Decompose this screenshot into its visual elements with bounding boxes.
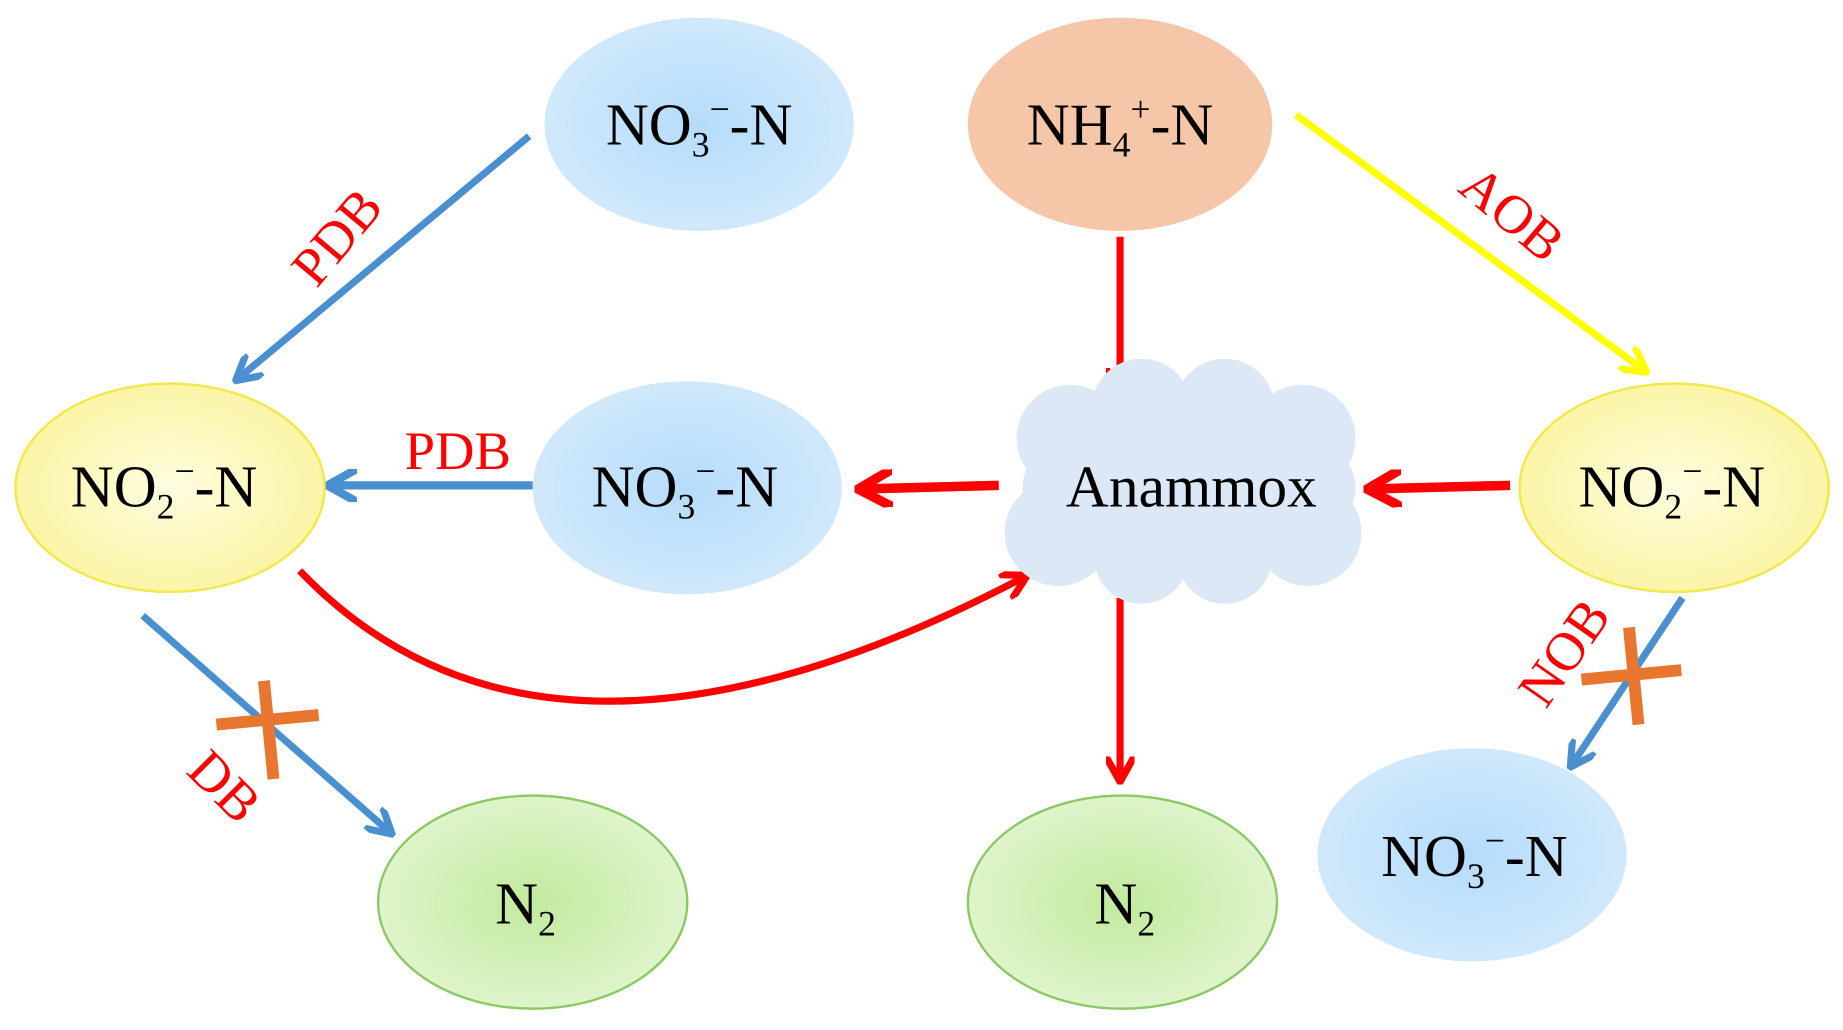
blocked-cross-icon bbox=[1580, 626, 1682, 726]
node-no3-bottom bbox=[1317, 748, 1627, 962]
label-pdb-mid: PDB bbox=[405, 420, 511, 481]
node-label-anammox: Anammox bbox=[1066, 454, 1317, 520]
node-no2-right bbox=[1518, 382, 1830, 594]
label-aob: AOB bbox=[1449, 153, 1577, 274]
node-label: NO2−-N bbox=[71, 451, 258, 526]
node-no3-top bbox=[544, 17, 854, 231]
node-nh4 bbox=[967, 17, 1273, 231]
node-label: NO3−-N bbox=[606, 89, 793, 164]
arrow-no2right-to-no3 bbox=[1572, 595, 1686, 765]
node-label: NO2−-N bbox=[1579, 451, 1766, 526]
node-label: NO3−-N bbox=[1381, 820, 1568, 895]
label-nob: NOB bbox=[1506, 588, 1622, 717]
node-no3-mid bbox=[532, 381, 842, 595]
node-label: NO3−-N bbox=[592, 451, 779, 526]
blocked-cross-icon bbox=[215, 680, 320, 780]
node-label: N2 bbox=[1094, 871, 1155, 944]
node-label: N2 bbox=[495, 871, 556, 944]
arrow-nh4-to-no2-right bbox=[1293, 111, 1644, 371]
node-anammox-cloud bbox=[1004, 358, 1362, 604]
node-n2-mid bbox=[966, 794, 1279, 1010]
arrow-no2left-to-anammox bbox=[297, 568, 1025, 705]
arrow-anammox-to-no3mid bbox=[862, 485, 999, 489]
label-pdb-top: PDB bbox=[279, 177, 394, 297]
node-no2-left bbox=[14, 382, 326, 594]
node-n2-left bbox=[376, 794, 689, 1010]
arrow-no3-to-no2-left bbox=[238, 133, 532, 379]
node-label: NH4+-N bbox=[1027, 89, 1214, 164]
arrow-no2right-to-anammox bbox=[1371, 485, 1511, 489]
label-db: DB bbox=[176, 738, 273, 835]
